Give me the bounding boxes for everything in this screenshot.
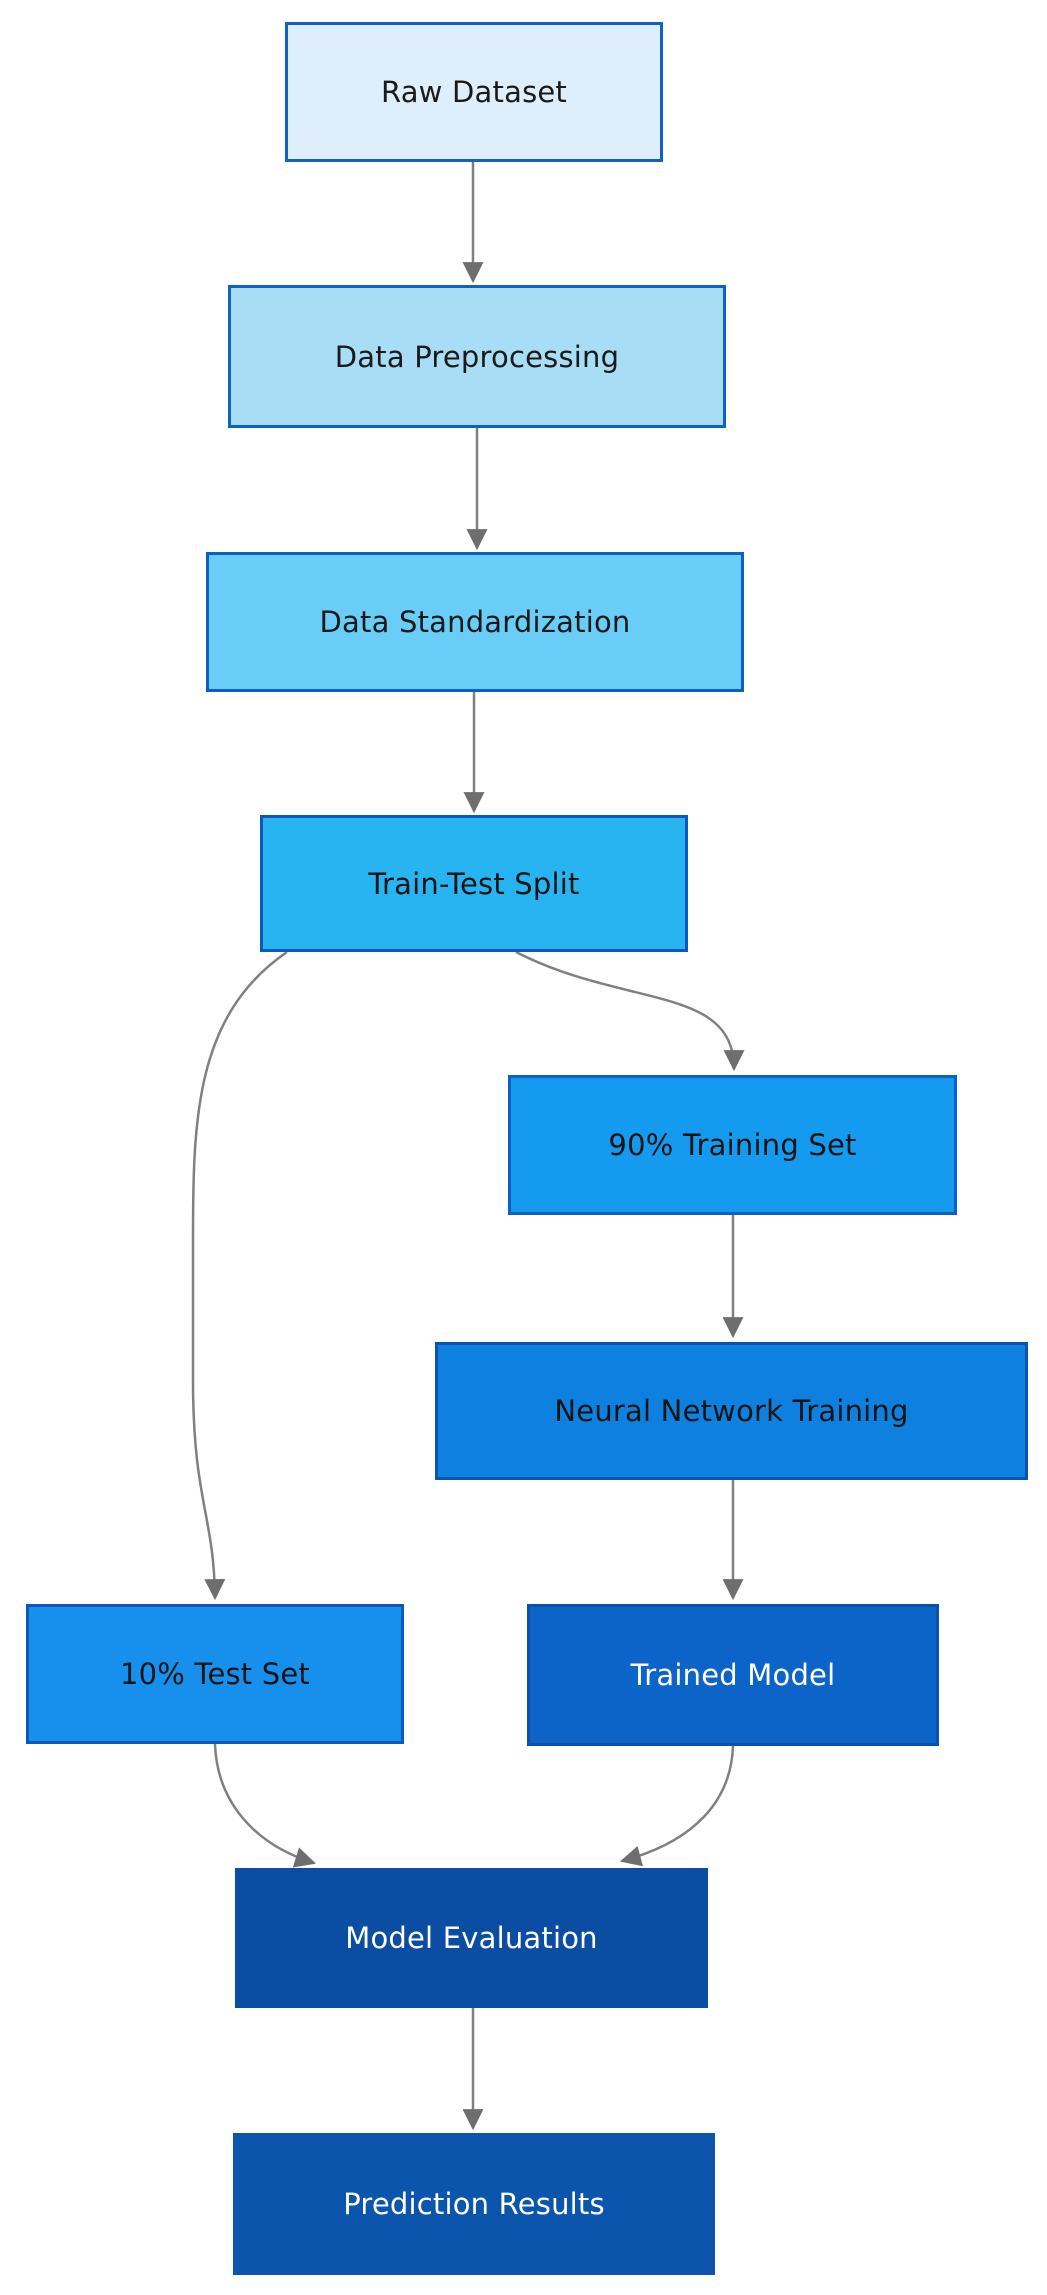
node-training-set: 90% Training Set [508,1075,957,1215]
node-label: Neural Network Training [554,1394,909,1428]
edge-split-to-test-set [191,950,288,1601]
node-label: Data Preprocessing [334,339,620,374]
node-test-set: 10% Test Set [26,1604,404,1744]
node-neural-network-training: Neural Network Training [435,1342,1028,1480]
node-data-standardization: Data Standardization [206,552,744,692]
node-trained-model: Trained Model [527,1604,939,1746]
node-model-evaluation: Model Evaluation [235,1868,708,2008]
node-label: 10% Test Set [119,1657,311,1691]
node-label: Trained Model [630,1658,836,1692]
edge-split-to-training-set [515,950,745,1072]
node-prediction-results: Prediction Results [233,2133,715,2275]
node-label: Data Standardization [319,605,631,639]
node-data-preprocessing: Data Preprocessing [228,285,726,428]
node-raw-dataset: Raw Dataset [285,22,663,162]
node-train-test-split: Train-Test Split [260,815,688,952]
node-label: Raw Dataset [381,75,567,109]
edge-test-set-to-evaluation [213,1743,317,1868]
node-label: Prediction Results [343,2187,605,2221]
node-label: Model Evaluation [345,1921,598,1955]
node-label: Train-Test Split [368,866,580,901]
node-label: 90% Training Set [608,1128,857,1162]
edge-trained-model-to-evaluation [619,1745,735,1867]
